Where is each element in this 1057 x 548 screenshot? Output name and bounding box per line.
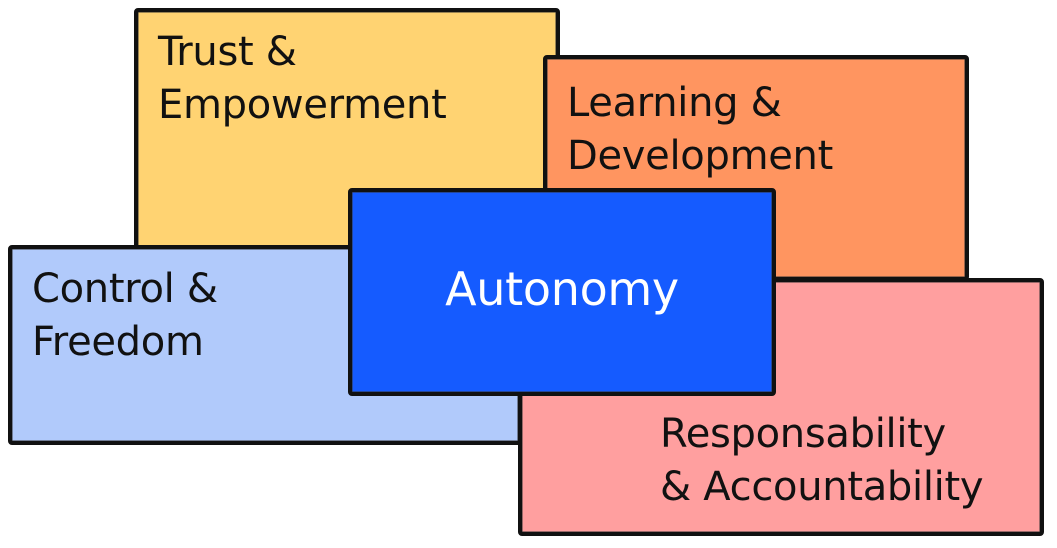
learning-line-2: Development <box>567 133 833 179</box>
control-line-2: Freedom <box>32 319 204 365</box>
trust-empowerment-box: Trust & Empowerment <box>134 8 560 252</box>
trust-empowerment-label: Trust & Empowerment <box>158 26 447 132</box>
learning-line-1: Learning & <box>567 80 782 126</box>
control-freedom-label: Control & Freedom <box>32 263 218 369</box>
autonomy-label: Autonomy <box>445 262 679 316</box>
responsibility-accountability-label: Responsability & Accountability <box>660 408 984 514</box>
trust-line-2: Empowerment <box>158 82 447 128</box>
trust-line-1: Trust & <box>158 29 297 75</box>
autonomy-center-box: Autonomy <box>348 188 776 396</box>
responsibility-line-2: & Accountability <box>660 464 984 510</box>
learning-development-label: Learning & Development <box>567 77 833 183</box>
responsibility-line-1: Responsability <box>660 411 946 457</box>
control-line-1: Control & <box>32 266 218 312</box>
